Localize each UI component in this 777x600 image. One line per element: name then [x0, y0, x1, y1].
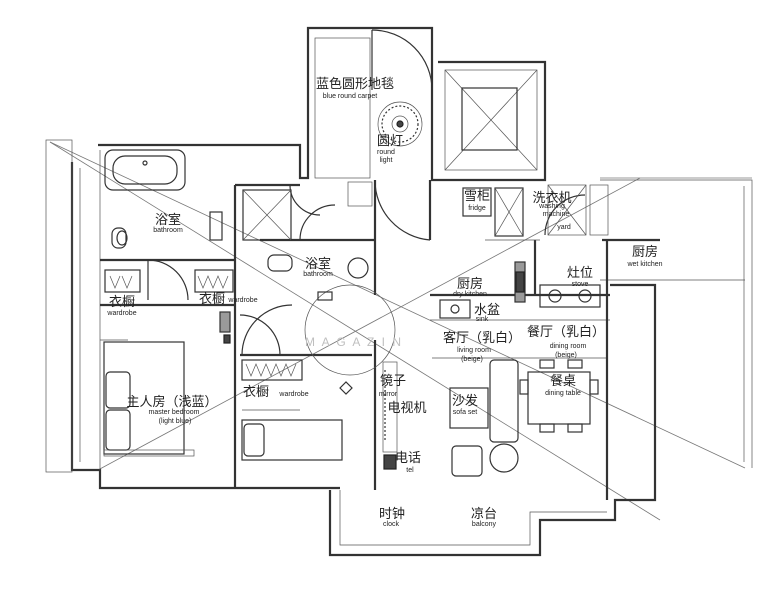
bathroom-2-label-en: bathroom — [303, 271, 333, 278]
wardrobe-2-label-en: wardrobe — [227, 297, 257, 304]
telephone — [383, 454, 397, 470]
wet-kitchen-label-en: wet kitchen — [626, 261, 662, 268]
shower — [242, 189, 292, 241]
balcony-label-en: balcony — [472, 521, 497, 528]
kitchen-fixtures — [439, 184, 601, 319]
room-labels: 蓝色圆形地毯 blue round carpet 圆灯 round light … — [106, 76, 662, 528]
living-furniture — [339, 359, 599, 477]
wardrobe-3-label-en: wardrobe — [278, 391, 308, 398]
round-light-label-en1: round — [377, 149, 395, 156]
wardrobe-3 — [241, 359, 303, 381]
stove-label: 灶位 — [567, 266, 593, 281]
clock-label-en: clock — [383, 521, 399, 528]
sink — [439, 299, 471, 319]
dining-room-label: 餐厅（乳白） — [527, 324, 605, 340]
washing-machine — [494, 187, 524, 237]
armchair — [451, 445, 483, 477]
carpet-label-en: blue round carpet — [323, 93, 378, 100]
living-room-label-en2: (beige) — [461, 356, 483, 363]
clock-label: 时钟 — [379, 506, 405, 522]
diagonal-lines — [49, 141, 752, 521]
dry-kitchen-label-en: dry kitchen — [453, 291, 487, 298]
wardrobe-1-label-en: wardrobe — [106, 310, 136, 317]
watermark: M A G A Z I N — [305, 335, 403, 349]
living-room-label: 客厅（乳白） — [443, 330, 521, 346]
carpet — [377, 101, 423, 147]
stove — [539, 284, 601, 308]
fridge — [462, 187, 492, 217]
dining-table-label: 餐桌 — [550, 373, 576, 389]
second-bed — [241, 419, 343, 461]
beds — [103, 341, 343, 461]
bathroom-1-label: 浴室 — [155, 212, 181, 228]
fridge-label-en: fridge — [468, 205, 486, 212]
bathroom-2-label: 浴室 — [305, 256, 331, 272]
sink-label: 水盆 — [474, 303, 500, 318]
outer-walls — [45, 26, 547, 490]
wardrobe-2-label: 衣橱 — [199, 291, 225, 307]
master-bedroom-label-en2: (light blue) — [159, 418, 192, 425]
master-bed — [103, 341, 185, 455]
round-light-label-en2: light — [380, 157, 393, 164]
basin-2 — [347, 257, 369, 279]
wardrobe-3-label: 衣橱 — [243, 384, 269, 400]
fridge-label: 雪柜 — [464, 189, 490, 204]
carpet-label: 蓝色圆形地毯 — [316, 76, 394, 92]
dry-kitchen-label: 厨房 — [457, 276, 483, 292]
stove-label-en: stove — [572, 281, 589, 288]
telephone-label-en: tel — [406, 467, 414, 474]
sofa-label-en: sofa set — [453, 409, 478, 416]
toilet-2 — [267, 254, 293, 272]
wardrobe-2 — [194, 269, 234, 293]
wet-kitchen-label: 厨房 — [632, 244, 658, 260]
mirror-label: 镜子 — [380, 374, 406, 389]
dining-room-label-en2: (beige) — [555, 352, 577, 359]
side-table — [489, 443, 519, 473]
master-bedroom-label: 主人房（浅蓝） — [126, 394, 217, 410]
right-walls — [328, 179, 753, 557]
sink-label-en: sink — [476, 316, 489, 323]
washer-label: 洗衣机 — [532, 190, 571, 206]
washer-label-en2: machine — [543, 211, 570, 218]
dining-table — [527, 371, 591, 425]
basin — [209, 211, 223, 241]
bathroom-1-label-en: bathroom — [153, 227, 183, 234]
toilet — [111, 227, 127, 249]
washer-label-en1: washing — [538, 203, 565, 210]
dining-room-label-en1: dining room — [550, 343, 587, 350]
bathtub — [104, 149, 186, 191]
sofa-label: 沙发 — [452, 393, 478, 409]
round-light-label: 圆灯 — [377, 134, 403, 149]
living-room-label-en1: living room — [457, 347, 491, 354]
yard-label: yard — [557, 224, 571, 231]
sofa — [449, 387, 489, 429]
wardrobes — [104, 269, 303, 381]
wardrobe-1 — [104, 269, 141, 293]
master-bedroom-label-en1: master bedroom — [149, 409, 200, 416]
tv-cabinet — [382, 361, 398, 453]
bathroom-fixtures — [104, 149, 373, 301]
mirror-label-en: mirror — [379, 391, 398, 398]
dining-table-label-en: dining table — [545, 390, 581, 397]
interior-walls — [100, 180, 610, 500]
tv-label: 电视机 — [387, 401, 426, 416]
long-sofa — [489, 359, 519, 443]
balcony-label: 凉台 — [471, 507, 497, 522]
telephone-label: 电话 — [395, 451, 421, 466]
wardrobe-1-label: 衣橱 — [109, 294, 135, 310]
